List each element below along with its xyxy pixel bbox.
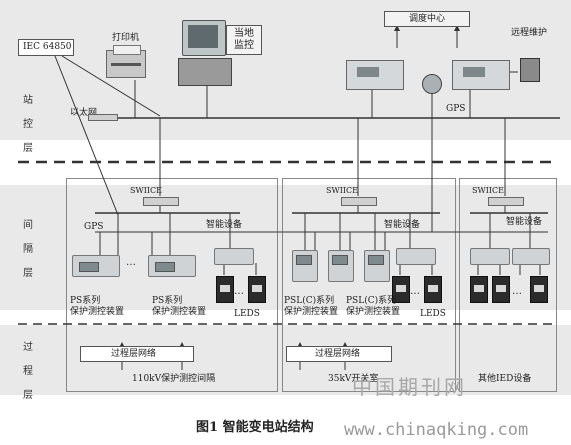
region-label-other: 其他IED设备 — [478, 374, 532, 384]
region-110kv — [66, 178, 278, 392]
watermark-chinese: 中国期刊网 — [352, 375, 467, 399]
station-switch-icon — [88, 114, 118, 121]
smart-device-2 — [396, 248, 436, 265]
process-network-box-1: 过程层网络 — [80, 346, 194, 362]
ellipsis-leds-1: … — [234, 286, 244, 297]
leds-label-2: LEDS — [420, 309, 446, 319]
station-server-1 — [346, 60, 404, 90]
ps2-line2: 保护测控装置 — [152, 307, 207, 317]
bay-switch-3 — [488, 197, 524, 206]
psl2-line2: 保护测控装置 — [346, 307, 401, 317]
process-network-label-1: 过程层网络 — [111, 349, 157, 359]
region-label-35kv: 35kV开关室 — [328, 374, 379, 384]
ps1-line1: PS系列 — [70, 296, 101, 306]
iec-standard-label: IEC 64850 — [23, 42, 72, 52]
switch-label-2: SWIICE — [326, 186, 358, 195]
region-other-ied — [459, 178, 557, 392]
leds-unit-1b — [248, 276, 266, 303]
leds-unit-3b — [492, 276, 510, 303]
switch-label-1: SWIICE — [130, 186, 162, 195]
gps-label-bay: GPS — [84, 222, 104, 232]
monitor-icon — [182, 20, 226, 56]
process-network-box-2: 过程层网络 — [286, 346, 392, 362]
psl-device-2 — [328, 250, 354, 282]
psl1-line1: PSL(C)系列 — [284, 296, 335, 306]
psl2-line1: PSL(C)系列 — [346, 296, 397, 306]
ellipsis-leds-3: … — [512, 286, 522, 297]
smart-device-label-2: 智能设备 — [384, 220, 421, 230]
dispatch-center-label: 调度中心 — [409, 14, 446, 24]
bay-switch-2 — [341, 197, 377, 206]
local-monitor-label-1: 当地 — [234, 28, 254, 39]
ellipsis-leds-2: … — [410, 286, 420, 297]
leds-unit-3a — [470, 276, 488, 303]
ps-protection-device-1 — [72, 255, 120, 277]
leds-label-1: LEDS — [234, 309, 260, 319]
smart-device-3a — [470, 248, 510, 265]
watermark-url: www.chinaqking.com — [344, 420, 529, 440]
smart-device-label-3: 智能设备 — [506, 217, 543, 227]
workstation-icon — [178, 58, 232, 86]
remote-maintenance-label: 远程维护 — [511, 28, 548, 38]
ps-protection-device-2 — [148, 255, 196, 277]
layer-label-process: 过程层 — [23, 342, 33, 401]
iec-standard-box: IEC 64850 — [18, 39, 74, 56]
psl-device-1 — [292, 250, 318, 282]
psl1-line2: 保护测控装置 — [284, 307, 339, 317]
leds-unit-2a — [392, 276, 410, 303]
ps2-line1: PS系列 — [152, 296, 183, 306]
process-network-label-2: 过程层网络 — [315, 349, 361, 359]
switch-label-3: SWIICE — [472, 186, 504, 195]
smart-device-label-1: 智能设备 — [206, 220, 243, 230]
leds-unit-3c — [530, 276, 548, 303]
ellipsis-1: … — [126, 257, 136, 268]
station-server-2 — [452, 60, 510, 90]
leds-unit-1a — [216, 276, 234, 303]
leds-unit-2b — [424, 276, 442, 303]
printer-label: 打印机 — [112, 33, 140, 43]
layer-label-station: 站控层 — [23, 95, 33, 154]
region-35kv — [282, 178, 456, 392]
region-label-110kv: 110kV保护测控间隔 — [132, 374, 216, 384]
local-monitor-label-2: 监控 — [234, 40, 254, 51]
layer-label-bay: 间隔层 — [23, 220, 33, 279]
ps1-line2: 保护测控装置 — [70, 307, 125, 317]
smart-device-1 — [214, 248, 254, 265]
bay-switch-1 — [143, 197, 179, 206]
figure-caption: 图1 智能变电站结构 — [196, 420, 314, 435]
gps-label-top: GPS — [446, 104, 466, 114]
smart-device-3b — [512, 248, 550, 265]
gps-antenna-icon — [422, 74, 442, 94]
phone-icon — [520, 58, 540, 82]
printer-icon — [106, 45, 146, 78]
local-monitor-box: 当地 监控 — [226, 25, 262, 55]
ethernet-label: 以太网 — [70, 108, 98, 118]
psl-device-3 — [364, 250, 390, 282]
dispatch-center-box: 调度中心 — [384, 11, 470, 27]
